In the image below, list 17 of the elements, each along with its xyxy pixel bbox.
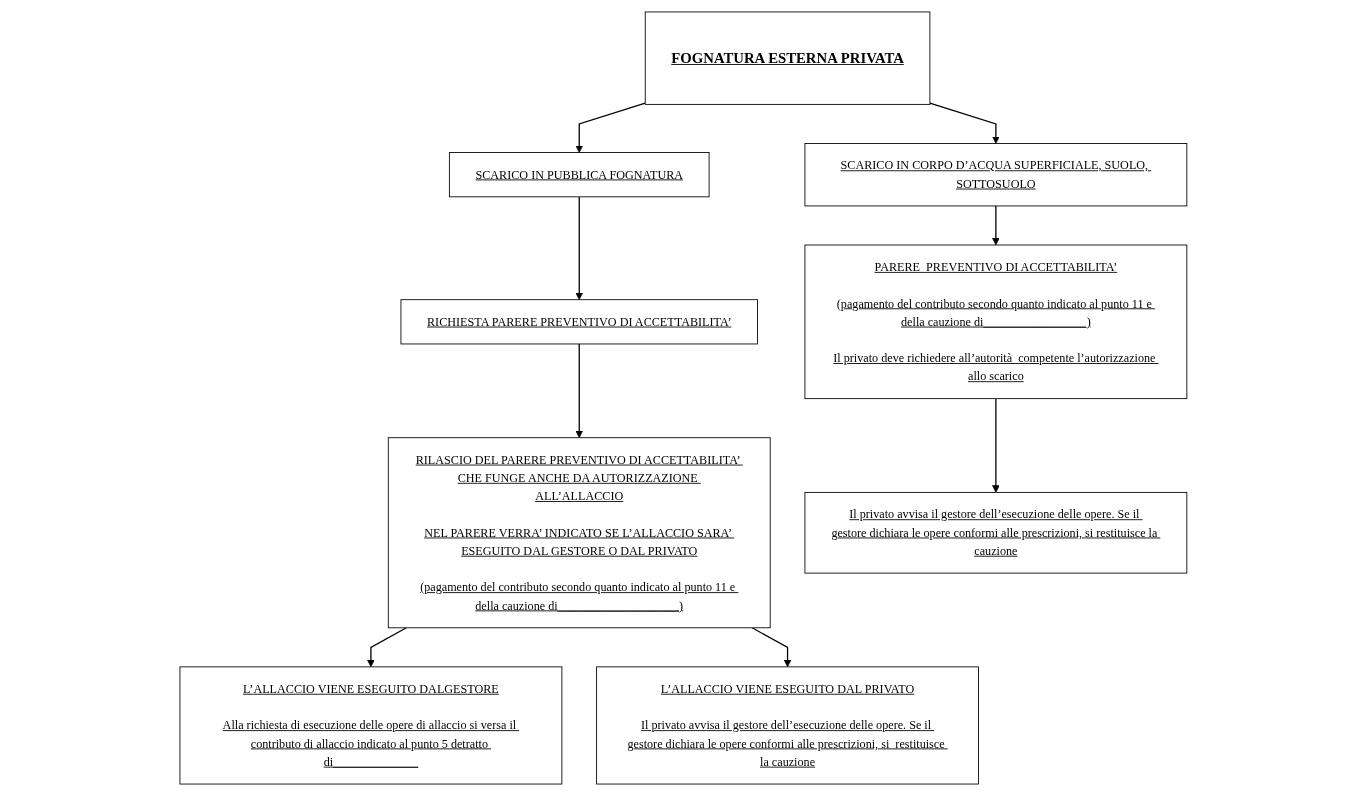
arrow — [992, 205, 1000, 246]
arrow — [367, 627, 408, 668]
arrow — [575, 196, 584, 301]
node-box: SCARICO IN PUBBLICA FOGNATURA — [449, 152, 710, 198]
node-box: RICHIESTA PARERE PREVENTIVO DI ACCETTABILITA’ — [400, 299, 759, 345]
arrow — [575, 343, 584, 439]
node-box: RILASCIO DEL PARERE PREVENTIVO DI ACCETTABILITA’ CHE FUNGE ANCHE DA AUTORIZZAZIONE ALL’ALLACCIO NEL PARERE VERRA’ INDICATO SE L’ALLACCIO SARA’ ESEGUITO DAL GESTORE O DAL PRIVATO (pagamento del contributo secondo quanto indicato al punto 11 e della cauzione di____________________) — [387, 437, 771, 629]
arrow — [575, 102, 646, 153]
node-box: Il privato avvisa il gestore dell’esecuzione delle opere. Se il gestore dichiara le opere conformi alle prescrizioni, si restituisce la cauzione — [804, 491, 1188, 574]
node-box: SCARICO IN CORPO D’ACQUA SUPERFICIALE, SUOLO, SOTTOSUOLO — [804, 143, 1188, 207]
arrow — [992, 398, 1000, 493]
node-box: L’ALLACCIO VIENE ESEGUITO DAL PRIVATO Il privato avvisa il gestore dell’esecuzione delle opere. Se il gestore dichiara le opere conformi alle prescrizioni, si restituisce la cauzione — [596, 666, 980, 785]
node-box: FOGNATURA ESTERNA PRIVATA — [644, 11, 931, 105]
arrow — [751, 627, 792, 668]
node-box: L’ALLACCIO VIENE ESEGUITO DALGESTORE Alla richiesta di esecuzione delle opere di allaccio si versa il contributo di allaccio indicato al punto 5 detratto di______________ — [179, 666, 563, 785]
arrow — [929, 102, 1000, 144]
node-box: PARERE PREVENTIVO DI ACCETTABILITA’ (pagamento del contributo secondo quanto indicato al punto 11 e della cauzione di_________________) Il privato deve richiedere all’autorità competente l’autorizzazione allo scarico — [804, 244, 1188, 400]
